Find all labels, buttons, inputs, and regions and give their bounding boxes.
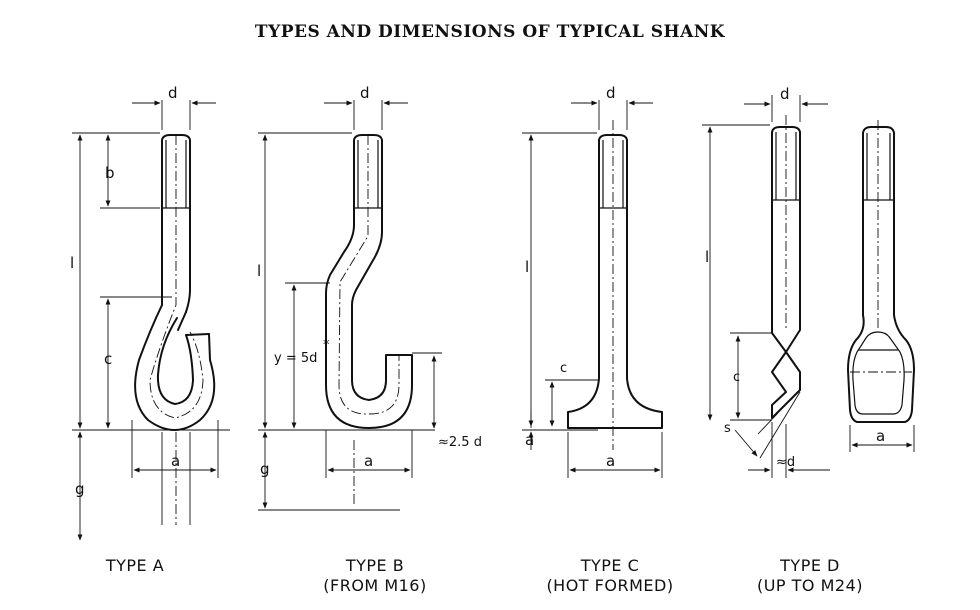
type-a-shank	[161, 134, 191, 313]
type-d-c-label: c	[733, 370, 740, 385]
type-d-approx-label: ≈d	[776, 455, 795, 470]
type-c-drawing: d l c a a	[522, 84, 663, 478]
type-d-s-label: s	[724, 421, 731, 436]
type-c-a-label: a	[606, 452, 615, 470]
type-b-caption: TYPE B (FROM M16)	[300, 556, 450, 596]
type-c-caption-line2: (HOT FORMED)	[546, 576, 674, 595]
type-a-caption: TYPE A	[70, 556, 200, 576]
type-b-hook	[325, 134, 413, 429]
type-a-drawing: d l b c g a	[70, 84, 230, 541]
type-a-loop	[134, 304, 216, 431]
type-b-d-label: d	[360, 84, 370, 102]
page-title: TYPES AND DIMENSIONS OF TYPICAL SHANK	[254, 22, 726, 42]
type-b-approx-label: ≈2.5 d	[438, 435, 482, 450]
type-b-caption-line1: TYPE B	[345, 556, 405, 575]
type-b-y-label: y = 5d	[274, 351, 317, 366]
type-d-drawing: d l c s ≈d	[702, 85, 915, 478]
type-d-caption: TYPE D (UP TO M24)	[725, 556, 895, 596]
type-d-d-label: d	[780, 85, 790, 103]
type-a-c-label: c	[104, 350, 112, 368]
type-a-caption-line1: TYPE A	[105, 556, 165, 575]
type-d-side-view	[771, 126, 801, 419]
type-b-a-label: a	[364, 452, 373, 470]
type-b-caption-line2: (FROM M16)	[323, 576, 427, 595]
type-a-d-label: d	[168, 84, 178, 102]
type-b-star: *	[323, 338, 330, 353]
type-c-l-label: l	[525, 258, 529, 276]
type-c-shank	[567, 134, 663, 429]
type-a-g-label: g	[75, 480, 85, 498]
type-d-l-label: l	[705, 248, 709, 266]
type-c-a-small-label: a	[525, 431, 534, 449]
type-b-drawing: a d l y = 5d * g ≈2.5 d	[257, 84, 482, 511]
type-b-l-label: l	[257, 262, 261, 280]
type-c-caption: TYPE C (HOT FORMED)	[520, 556, 700, 596]
type-b-g-label: g	[260, 460, 270, 478]
type-a-l-label: l	[70, 254, 74, 272]
type-d-front-view	[847, 126, 915, 423]
type-a-b-label: b	[105, 164, 115, 182]
type-c-d-label: d	[606, 84, 616, 102]
type-a-a-label: a	[171, 452, 180, 470]
type-d-caption-line2: (UP TO M24)	[756, 576, 864, 595]
type-c-c-label: c	[560, 361, 567, 376]
type-d-a-label: a	[876, 427, 885, 445]
type-c-caption-line1: TYPE C	[580, 556, 640, 575]
type-d-caption-line1: TYPE D	[780, 556, 840, 575]
